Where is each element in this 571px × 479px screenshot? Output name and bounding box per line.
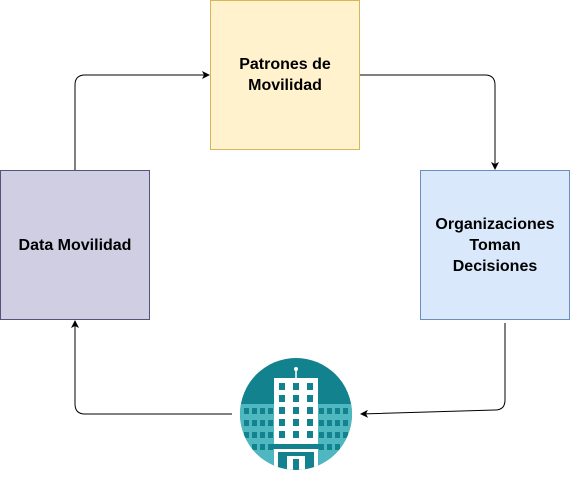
edge-data-to-patrones bbox=[74, 71, 210, 170]
edge-patrones-to-organizaciones bbox=[360, 74, 499, 170]
node-data-label: Data Movilidad bbox=[18, 236, 132, 254]
node-patrones-line-1: Patrones de bbox=[239, 56, 331, 73]
edge-organizaciones-to-building bbox=[360, 323, 506, 418]
node-organizaciones-line-3: Decisiones bbox=[452, 257, 538, 275]
edge-building-to-data bbox=[71, 320, 232, 415]
node-organizaciones-line-1: Organizaciones bbox=[435, 215, 555, 233]
node-organizaciones-line-2: Toman bbox=[469, 236, 521, 254]
node-patrones-de-movilidad[interactable]: Patrones de Movilidad bbox=[210, 0, 360, 150]
office-building-icon[interactable] bbox=[240, 358, 352, 470]
node-organizaciones-toman-decisiones[interactable]: Organizaciones Toman Decisiones bbox=[420, 170, 570, 320]
node-data-movilidad[interactable]: Data Movilidad bbox=[0, 170, 150, 320]
node-patrones-line-2: Movilidad bbox=[248, 77, 322, 94]
